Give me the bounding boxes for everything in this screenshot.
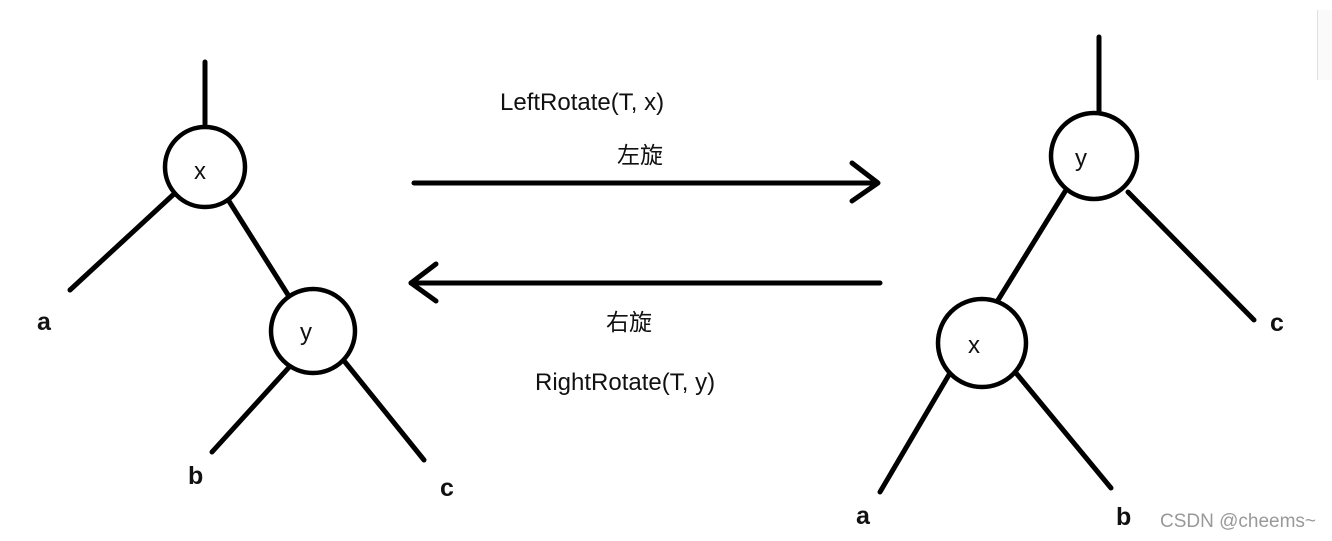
right-node-x-label: x: [968, 332, 980, 359]
left-rotate-function: LeftRotate(T, x): [500, 89, 664, 116]
left-edge-x-a: [67, 190, 178, 293]
left-edge-y-c: [342, 359, 427, 463]
right-edge-x-b: [1013, 370, 1114, 491]
left-edge-x-y: [224, 195, 293, 301]
right-edge-y-c: [1125, 189, 1257, 323]
right-node-y: y: [1048, 110, 1140, 202]
left-node-y: y: [268, 286, 358, 376]
right-node-x: x: [935, 296, 1029, 390]
right-leaf-c: c: [1270, 309, 1284, 337]
left-rotate-arrow: [411, 160, 881, 204]
right-edge-x-a: [877, 370, 953, 495]
left-leaf-c: c: [440, 474, 454, 502]
right-rotate-label: 右旋: [606, 310, 652, 336]
left-node-x-label: x: [194, 158, 206, 185]
left-node-y-label: y: [300, 319, 312, 346]
left-tree: x y a b c: [37, 59, 454, 502]
left-leaf-a: a: [37, 308, 52, 336]
right-rotate-function: RightRotate(T, y): [535, 369, 715, 396]
right-leaf-a: a: [856, 502, 871, 530]
right-leaf-b: b: [1116, 503, 1131, 531]
right-edge-y-x: [992, 187, 1069, 308]
right-rotate-arrow: [408, 261, 883, 304]
watermark: CSDN @cheems~: [1159, 511, 1316, 532]
right-node-y-label: y: [1075, 145, 1087, 172]
left-rotate-label: 左旋: [617, 143, 663, 169]
left-leaf-b: b: [188, 462, 203, 490]
scroll-edge: [1317, 10, 1332, 80]
left-node-x: x: [162, 124, 248, 210]
left-edge-y-b: [209, 361, 295, 455]
right-tree: y x a b c: [856, 34, 1284, 531]
